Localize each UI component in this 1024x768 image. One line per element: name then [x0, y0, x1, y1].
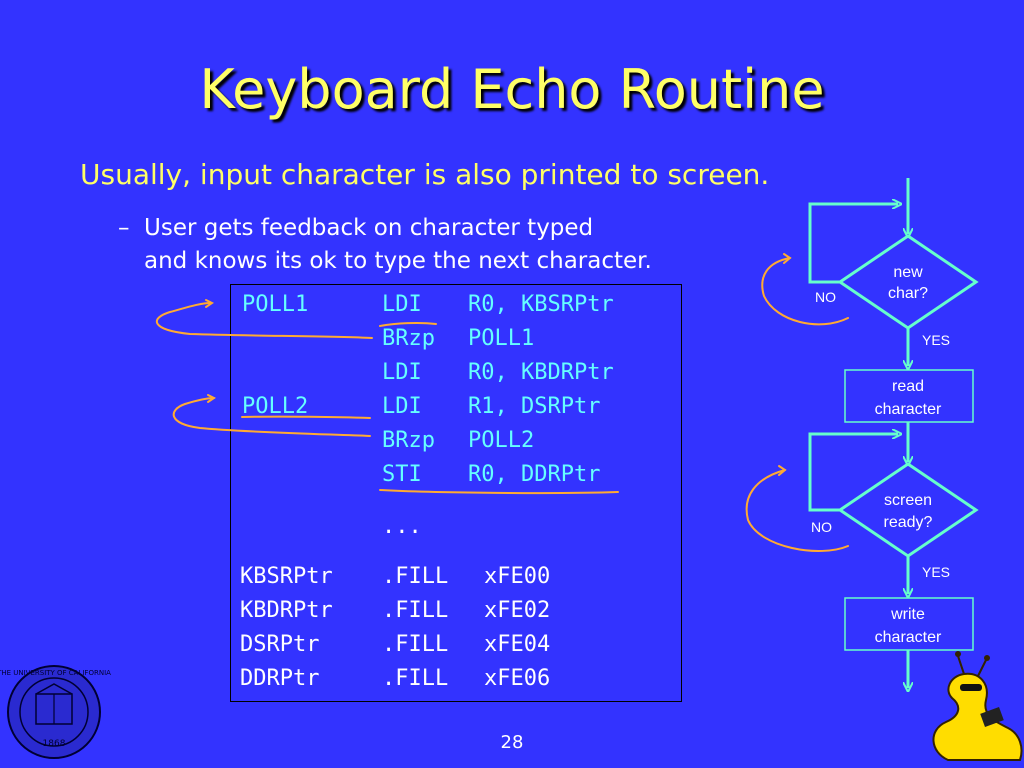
- loop-screen-ready: [745, 469, 849, 552]
- dash-marker: –: [118, 215, 130, 241]
- underline-brzp-poll1: [379, 321, 437, 327]
- page-number: 28: [500, 732, 524, 753]
- annotation-marks: [155, 253, 849, 552]
- slide-title: Keyboard Echo Routine: [199, 58, 825, 121]
- fill-op: .FILL: [382, 632, 449, 657]
- process1-text-line1: read: [892, 378, 924, 395]
- decision1-text-line2: char?: [888, 285, 928, 302]
- code-args: R1, DSRPtr: [468, 394, 601, 419]
- code-args: POLL2: [468, 428, 535, 453]
- code-args: R0, KBSRPtr: [468, 292, 614, 317]
- process-write-box: [844, 597, 974, 651]
- fill-args: xFE06: [484, 666, 551, 691]
- no-loop-2: [808, 434, 898, 512]
- decision2-text-line2: ready?: [884, 514, 933, 531]
- fill-args: xFE04: [484, 632, 551, 657]
- decision2-text-line1: screen: [884, 492, 932, 509]
- process1-text-line2: character: [875, 401, 942, 418]
- loop-arrow-poll2-head: [207, 394, 216, 403]
- flowchart: [808, 178, 979, 688]
- process2-text-line1: write: [890, 606, 925, 623]
- fill-label: DDRPtr: [240, 666, 320, 691]
- code-box: [230, 284, 682, 702]
- code-label-poll1: POLL1: [242, 292, 309, 317]
- no-label-1: NO: [815, 289, 836, 305]
- sub-bullet-line1: User gets feedback on character typed: [144, 215, 594, 241]
- main-bullet: Usually, input character is also printed…: [80, 158, 770, 191]
- yes-label-1: YES: [922, 332, 950, 348]
- code-op: LDI: [382, 360, 422, 385]
- code-ellipsis: ...: [382, 514, 422, 539]
- seal-year: 1868: [43, 739, 66, 749]
- fill-label: KBSRPtr: [240, 564, 333, 589]
- loop-arrow-poll2: [172, 397, 371, 437]
- code-args: R0, KBDRPtr: [468, 360, 614, 385]
- no-label-2: NO: [811, 519, 832, 535]
- sub-bullet-line2: and knows its ok to type the next charac…: [144, 248, 652, 274]
- code-op: STI: [382, 462, 422, 487]
- seal-text: THE UNIVERSITY OF CALIFORNIA: [0, 669, 111, 677]
- fill-label: DSRPtr: [240, 632, 320, 657]
- university-seal-logo: THE UNIVERSITY OF CALIFORNIA 1868: [0, 665, 111, 759]
- code-args: POLL1: [468, 326, 535, 351]
- no-loop-1: [808, 204, 898, 284]
- underline-sti: [379, 489, 619, 495]
- fill-args: xFE02: [484, 598, 551, 623]
- yes-label-2: YES: [922, 564, 950, 580]
- process2-text-line2: character: [875, 629, 942, 646]
- code-op: BRzp: [382, 428, 435, 453]
- fill-op: .FILL: [382, 666, 449, 691]
- fill-op: .FILL: [382, 564, 449, 589]
- fill-args: xFE00: [484, 564, 551, 589]
- loop-new-char: [761, 257, 849, 326]
- fill-op: .FILL: [382, 598, 449, 623]
- underline-poll2: [241, 415, 371, 419]
- sub-bullet: – User gets feedback on character typed …: [118, 212, 652, 278]
- loop-new-char-head: [783, 253, 792, 264]
- loop-arrow-poll1-head: [205, 299, 214, 308]
- decision-new-char: [837, 234, 979, 330]
- code-label-poll2: POLL2: [242, 394, 309, 419]
- decision1-text-line1: new: [893, 264, 923, 281]
- fill-label: KBDRPtr: [240, 598, 333, 623]
- code-args: R0, DDRPtr: [468, 462, 601, 487]
- decision-screen-ready: [837, 462, 979, 558]
- loop-screen-ready-head: [778, 465, 787, 476]
- code-op: LDI: [382, 292, 422, 317]
- loop-arrow-poll1: [155, 302, 373, 339]
- code-op: BRzp: [382, 326, 435, 351]
- slug-mascot-image: [932, 651, 1023, 761]
- code-op: LDI: [382, 394, 422, 419]
